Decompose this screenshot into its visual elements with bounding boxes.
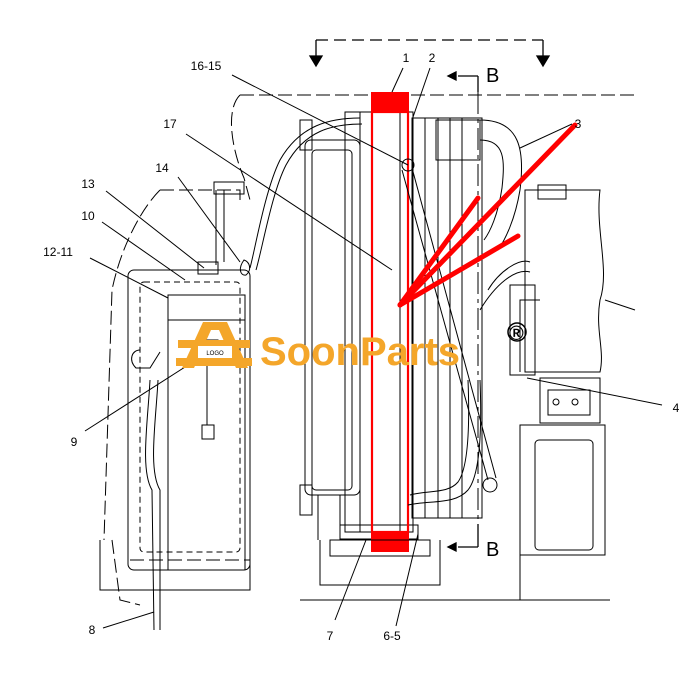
machine-outline [103, 94, 635, 606]
upper-radiator-hose [435, 119, 523, 251]
callout-2: 2 [429, 51, 436, 65]
soonparts-watermark: LOGO SoonParts ® [176, 322, 527, 374]
callout-9: 9 [71, 435, 78, 449]
top-section-bracket [308, 39, 551, 68]
fan-shroud [411, 117, 483, 519]
section-label-top: B [486, 65, 499, 87]
registered-circle [507, 322, 527, 342]
logo-caption: LOGO [206, 351, 224, 357]
drain-hose [145, 379, 161, 631]
registered-mark: ® [509, 323, 524, 345]
callout-7: 7 [327, 629, 334, 643]
left-tank [127, 269, 251, 571]
leader-lines [84, 67, 663, 629]
soonparts-logo-icon [176, 322, 252, 368]
section-label-bottom: B [486, 539, 499, 561]
callout-14: 14 [155, 161, 169, 175]
callout-17: 17 [163, 117, 177, 131]
upper-hose [197, 117, 363, 276]
strut [401, 158, 498, 493]
callout-1: 1 [403, 51, 410, 65]
red-pointer-arrows [397, 122, 578, 308]
callout-8: 8 [89, 623, 96, 637]
lower-radiator-hose [407, 260, 531, 506]
highlighted-part [370, 92, 410, 552]
section-b-marker-top [446, 70, 479, 92]
base-frame [99, 539, 600, 601]
callout-16-15: 16-15 [191, 59, 222, 73]
callout-13: 13 [81, 177, 95, 191]
callout-10: 10 [81, 209, 95, 223]
callout-12-11: 12-11 [43, 245, 73, 259]
engine-block [509, 184, 636, 601]
callout-3: 3 [575, 117, 582, 131]
section-b-marker-bottom [446, 524, 479, 553]
callout-4: 4 [673, 401, 680, 415]
callout-6-5: 6-5 [383, 629, 401, 643]
brand-name: SoonParts [260, 330, 460, 374]
